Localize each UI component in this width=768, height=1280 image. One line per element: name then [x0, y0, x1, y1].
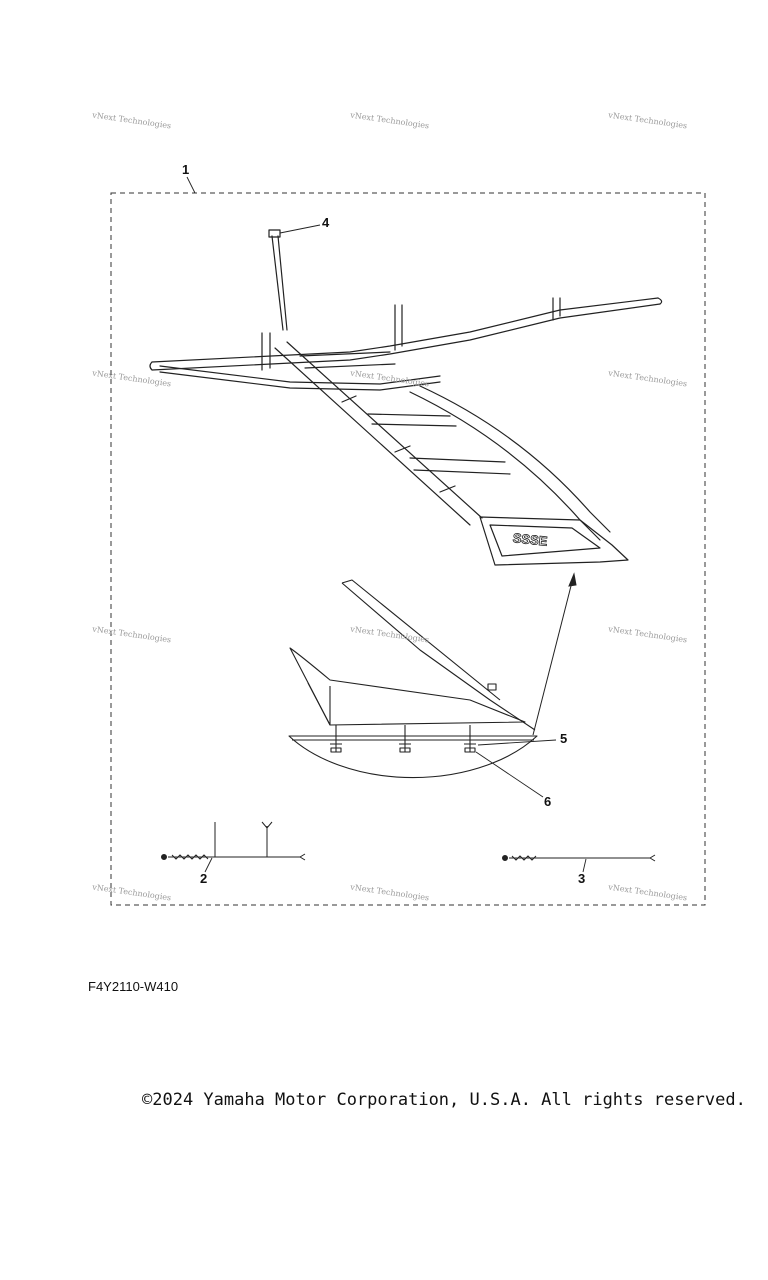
- decal-text: SSSE: [512, 530, 548, 549]
- drawing-code: F4Y2110-W410: [88, 979, 179, 994]
- copyright-notice: ©2024 Yamaha Motor Corporation, U.S.A. A…: [142, 1090, 746, 1110]
- callout-2: 2: [200, 871, 208, 886]
- callout-1: 1: [182, 162, 190, 177]
- callout-5: 5: [560, 731, 568, 746]
- leader-lines: [186, 176, 587, 873]
- cable-assembly-3: [502, 854, 656, 862]
- detail-arrow: [532, 572, 577, 736]
- kit-boundary: [110, 192, 706, 906]
- callout-3: 3: [578, 871, 586, 886]
- cable-assembly-2: [161, 821, 306, 861]
- callout-6: 6: [544, 794, 552, 809]
- tower-frame: [149, 229, 663, 566]
- mounting-detail: [288, 579, 538, 779]
- callout-4: 4: [322, 215, 330, 230]
